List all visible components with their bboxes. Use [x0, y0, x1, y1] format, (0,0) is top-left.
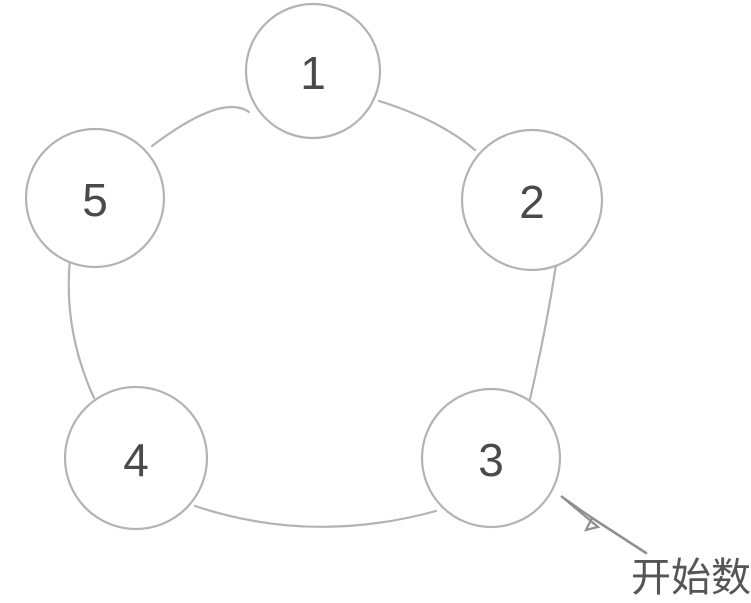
node-5-circle[interactable] — [24, 127, 166, 269]
annotation-arrow-head-icon — [560, 495, 601, 532]
node-4[interactable]: 4 — [63, 385, 209, 531]
node-1-label: 1 — [300, 47, 326, 99]
node-1[interactable]: 1 — [244, 2, 382, 140]
edge-5-to-1 — [150, 105, 251, 148]
node-5-label: 5 — [82, 174, 108, 226]
edge-group — [67, 99, 558, 528]
node-5[interactable]: 5 — [24, 127, 166, 269]
node-3-label: 3 — [478, 434, 504, 486]
node-4-circle[interactable] — [63, 385, 209, 531]
edge-2-to-3 — [528, 263, 558, 401]
node-2-circle[interactable] — [460, 128, 604, 272]
edge-1-to-2 — [377, 99, 477, 152]
node-3-circle[interactable] — [420, 387, 562, 529]
node-4-label: 4 — [123, 434, 149, 486]
edge-4-to-5 — [67, 257, 96, 400]
node-2-label: 2 — [519, 176, 545, 228]
node-2[interactable]: 2 — [460, 128, 604, 272]
node-group: 1 2 3 4 5 — [24, 2, 604, 531]
annotation-arrow-shaft — [584, 512, 648, 555]
node-1-circle[interactable] — [244, 2, 382, 140]
node-3[interactable]: 3 — [420, 387, 562, 529]
start-annotation: 开始数 — [560, 495, 751, 601]
annotation-label: 开始数 — [631, 555, 751, 601]
edge-3-to-4 — [193, 504, 438, 528]
